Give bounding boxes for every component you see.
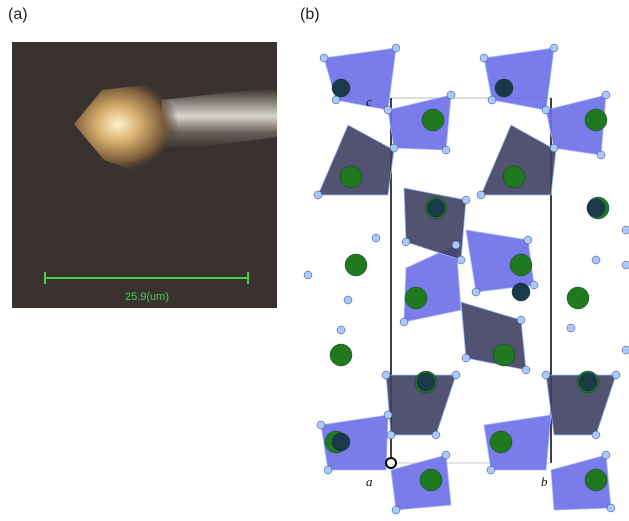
green-atom xyxy=(584,468,608,492)
small-atom xyxy=(549,43,559,53)
small-atom xyxy=(461,353,471,363)
small-atom xyxy=(316,420,326,430)
small-atom xyxy=(591,255,601,265)
small-atom xyxy=(451,370,461,380)
small-atom xyxy=(381,370,391,380)
central-atom xyxy=(331,78,351,98)
tetrahedron-dark xyxy=(317,124,395,196)
small-atom xyxy=(601,450,611,460)
axis-label-b: b xyxy=(541,474,548,489)
atoms xyxy=(303,43,629,515)
fiber-tip xyxy=(162,87,277,152)
small-atom xyxy=(386,430,396,440)
central-atom xyxy=(578,372,598,392)
green-atom xyxy=(404,286,428,310)
small-atom xyxy=(529,280,539,290)
small-atom xyxy=(591,430,601,440)
small-atom xyxy=(601,90,611,100)
axis-label-a: a xyxy=(366,474,373,489)
small-atom xyxy=(451,240,461,250)
small-atom xyxy=(541,105,551,115)
small-atom xyxy=(399,317,409,327)
small-atom xyxy=(541,370,551,380)
crystal-sample xyxy=(74,84,184,174)
panel-a-label: (a) xyxy=(8,6,28,23)
small-atom xyxy=(621,260,629,270)
small-atom xyxy=(389,143,399,153)
small-atom xyxy=(621,345,629,355)
axis-label-c: c xyxy=(366,94,372,109)
small-atom xyxy=(336,325,346,335)
central-atom xyxy=(511,282,531,302)
small-atom xyxy=(471,287,481,297)
small-atom xyxy=(323,465,333,475)
green-atom xyxy=(489,430,513,454)
green-atom xyxy=(509,253,533,277)
panel-b-label: (b) xyxy=(300,6,320,23)
small-atom xyxy=(303,270,313,280)
green-atom xyxy=(419,468,443,492)
central-atom xyxy=(416,372,436,392)
central-atom xyxy=(426,198,446,218)
small-atom xyxy=(331,95,341,105)
coordination-polyhedra xyxy=(317,47,617,511)
origin-marker xyxy=(385,457,397,469)
crystal-micrograph: 25.9(um) xyxy=(12,42,277,308)
tetrahedron-dark xyxy=(480,124,557,196)
small-atom xyxy=(371,233,381,243)
small-atom xyxy=(431,430,441,440)
green-atom xyxy=(584,108,608,132)
small-atom xyxy=(479,53,489,63)
small-atom xyxy=(391,43,401,53)
small-atom xyxy=(401,237,411,247)
photo-background xyxy=(12,42,277,308)
crystal-structure: a b c xyxy=(303,43,629,515)
small-atom xyxy=(441,145,451,155)
small-atom xyxy=(621,225,629,235)
green-atom xyxy=(502,165,526,189)
small-atom xyxy=(486,465,496,475)
small-atom xyxy=(521,365,531,375)
tetrahedron-light xyxy=(483,414,552,471)
tetrahedron-dark xyxy=(460,301,527,371)
small-atom xyxy=(391,505,401,515)
small-atom xyxy=(461,195,471,205)
central-atom xyxy=(494,78,514,98)
green-atom xyxy=(566,286,590,310)
green-atom xyxy=(421,108,445,132)
green-atom xyxy=(339,165,363,189)
small-atom xyxy=(523,235,533,245)
small-atom xyxy=(549,143,559,153)
small-atom xyxy=(516,315,526,325)
scale-bar-label: 25.9(um) xyxy=(125,291,169,303)
small-atom xyxy=(383,410,393,420)
small-atom xyxy=(343,295,353,305)
small-atom xyxy=(319,53,329,63)
small-atom xyxy=(487,95,497,105)
small-atom xyxy=(313,190,323,200)
green-atom xyxy=(492,343,516,367)
small-atom xyxy=(441,450,451,460)
tetrahedron-light xyxy=(320,414,389,471)
central-atom xyxy=(586,198,606,218)
small-atom xyxy=(383,105,393,115)
small-atom xyxy=(611,370,621,380)
small-atom xyxy=(606,503,616,513)
green-atom xyxy=(329,343,353,367)
small-atom xyxy=(596,150,606,160)
small-atom xyxy=(446,90,456,100)
small-atom xyxy=(456,255,466,265)
small-atom xyxy=(566,323,576,333)
small-atom xyxy=(476,190,486,200)
central-atom xyxy=(331,432,351,452)
green-atom xyxy=(344,253,368,277)
